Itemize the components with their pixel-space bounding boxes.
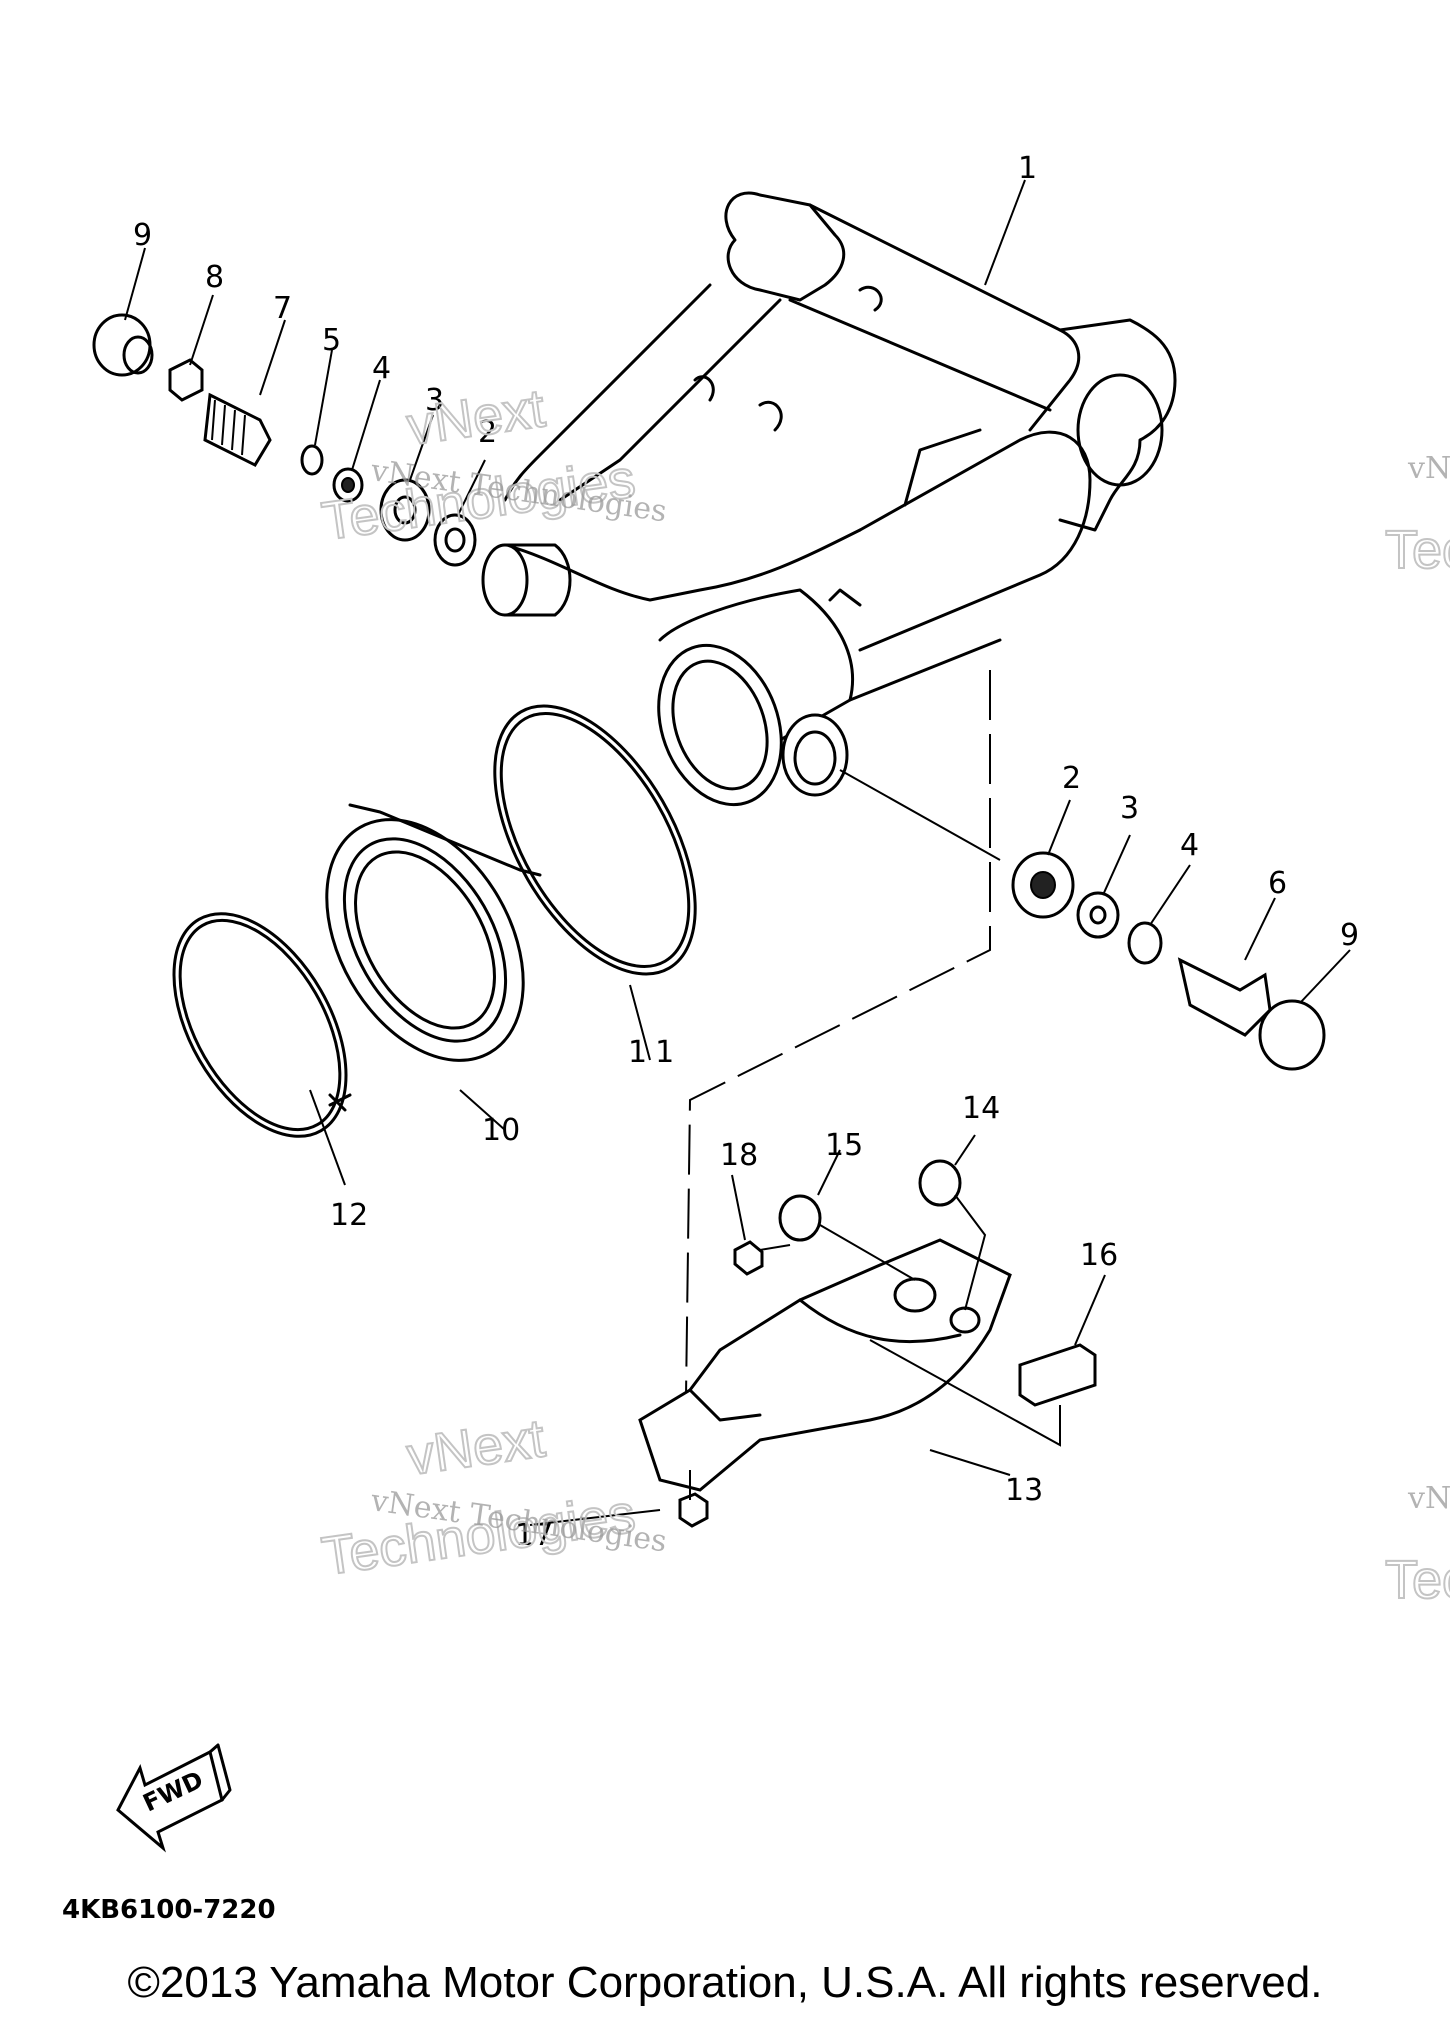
guard-assembly-drawing <box>638 670 1097 1528</box>
part-label-9-right: 9 <box>1340 918 1359 953</box>
part-label-4: 4 <box>372 351 391 386</box>
fwd-arrow-icon: FWD <box>116 1743 232 1853</box>
part-number-labels: 1 9 8 7 5 4 3 2 2 3 4 6 9 11 10 12 14 15… <box>133 151 1359 1553</box>
part-label-8: 8 <box>205 260 224 295</box>
watermark-edge-small-2: vNe <box>1407 1481 1450 1516</box>
watermark-big-2a: vNext <box>403 1408 548 1487</box>
watermark-edge-small-1: vNe <box>1407 451 1450 486</box>
right-hardware-drawing <box>839 769 1326 1071</box>
part-label-6: 6 <box>1268 866 1287 901</box>
part-label-15: 15 <box>825 1128 863 1163</box>
part-label-13: 13 <box>1005 1473 1043 1508</box>
part-label-3: 3 <box>425 383 444 418</box>
part-label-12: 12 <box>330 1198 368 1233</box>
part-label-9: 9 <box>133 218 152 253</box>
part-label-3-right: 3 <box>1120 791 1139 826</box>
left-hardware-drawing <box>92 313 477 567</box>
diagram-code: 4KB6100-7220 <box>62 1895 276 1925</box>
watermark-edge-big-2: Tec <box>1385 1550 1450 1610</box>
watermark-edge-big-1: Tec <box>1385 520 1450 580</box>
leader-lines <box>124 179 1351 1526</box>
part-label-1: 1 <box>1018 151 1037 186</box>
swingarm-drawing <box>481 191 1177 807</box>
part-label-11: 11 <box>628 1035 682 1070</box>
part-label-10: 10 <box>482 1113 520 1148</box>
part-label-5: 5 <box>322 323 341 358</box>
part-label-2-right: 2 <box>1062 761 1081 796</box>
part-label-4-right: 4 <box>1180 828 1199 863</box>
part-label-2: 2 <box>478 415 497 450</box>
part-label-18: 18 <box>720 1138 758 1173</box>
part-label-17: 17 <box>515 1518 553 1553</box>
part-label-14: 14 <box>962 1091 1000 1126</box>
part-label-16: 16 <box>1080 1238 1118 1273</box>
part-label-7: 7 <box>273 291 292 326</box>
boot-parts-drawing <box>172 704 697 1138</box>
copyright-footer: ©2013 Yamaha Motor Corporation, U.S.A. A… <box>127 1958 1323 2007</box>
